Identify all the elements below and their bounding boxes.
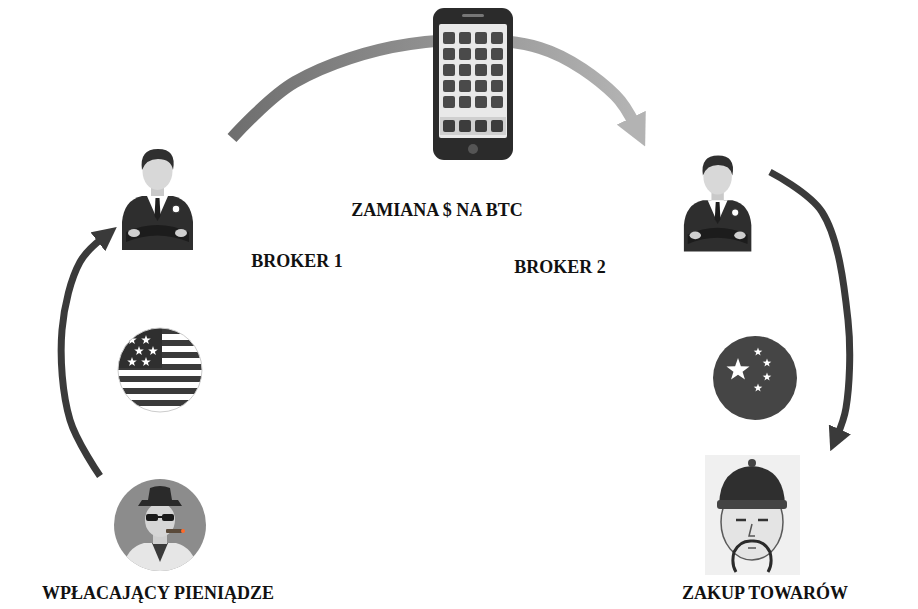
us-flag [118, 328, 202, 412]
edge-label: ZAMIANA $ NA BTC [351, 200, 523, 222]
buyer-icon [705, 455, 800, 575]
broker-icon [684, 156, 751, 252]
depositor-icon [114, 479, 206, 575]
flow-arrow [61, 238, 102, 476]
china-flag [713, 336, 797, 420]
actor-label: ZAKUP TOWARÓW [682, 583, 848, 605]
actor-node: ZAKUP TOWARÓW [679, 452, 851, 608]
phone-icon [433, 8, 513, 160]
actor-node: BROKER 1 [115, 138, 346, 276]
actor-node: WPŁACAJĄCY PIENIĄDZE [39, 476, 277, 608]
actor-label: BROKER 1 [251, 251, 343, 273]
actor-label: BROKER 2 [514, 257, 606, 279]
actor-label: WPŁACAJĄCY PIENIĄDZE [42, 583, 274, 605]
actor-node: BROKER 2 [511, 145, 770, 282]
broker-icon [122, 149, 193, 250]
